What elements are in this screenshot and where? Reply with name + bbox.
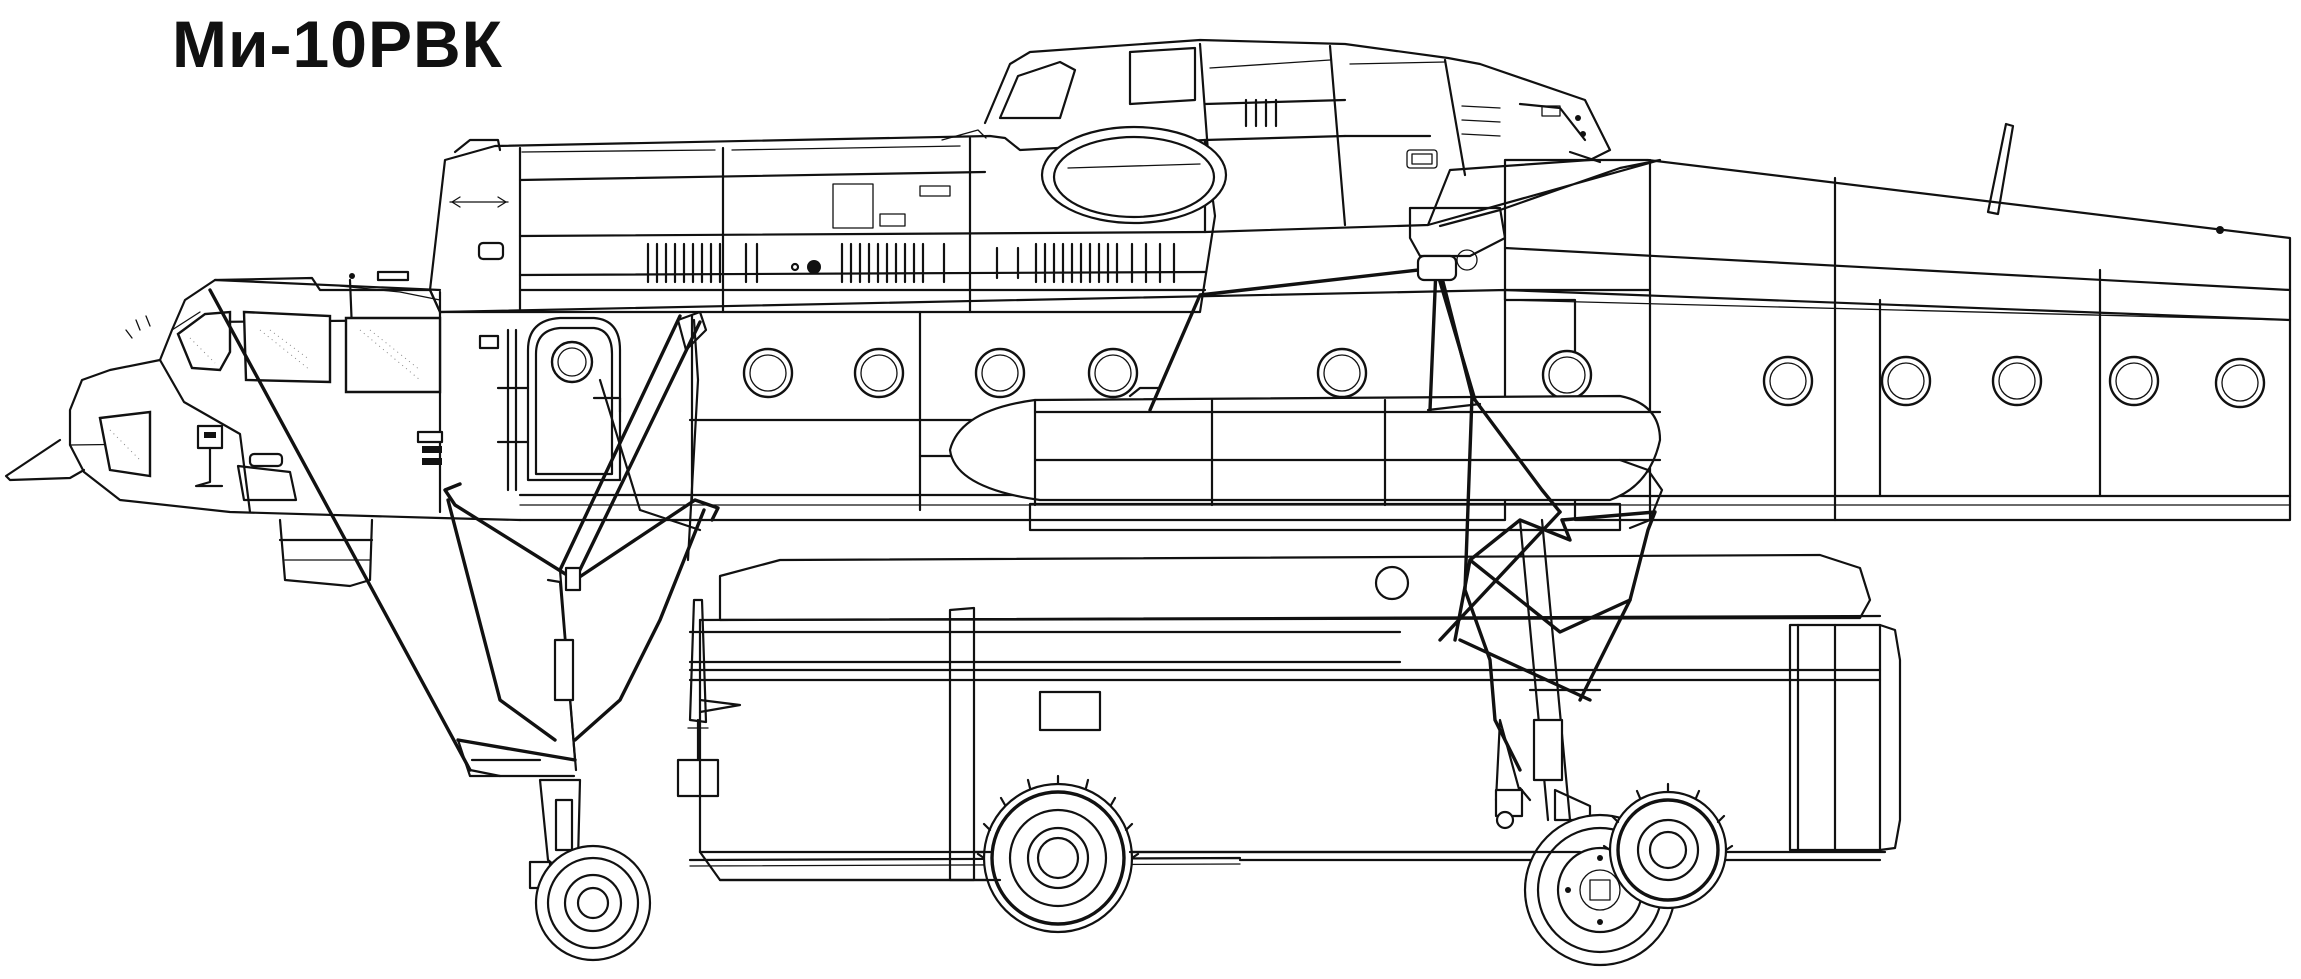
crew-door: [478, 316, 622, 492]
nose-glazing: [98, 410, 152, 478]
porthole-1: [742, 347, 794, 399]
porthole-4: [1087, 347, 1139, 399]
boom-join-fairing: [1408, 158, 1662, 271]
porthole-7: [1762, 355, 1814, 407]
truck-chassis: [718, 850, 1582, 882]
porthole-11: [2214, 357, 2266, 409]
cargo-pod-upper: [948, 386, 1664, 532]
engine-louvres: [646, 98, 1278, 284]
cockpit-side-window: [344, 316, 442, 394]
antenna-mast: [1986, 122, 2015, 216]
windscreen-side: [242, 310, 332, 384]
porthole-5: [1316, 347, 1368, 399]
tail-boom: [1503, 158, 2292, 522]
porthole-8: [1880, 355, 1932, 407]
cabin-windows: [742, 347, 2266, 409]
rotor-hub-fairing: [983, 38, 1612, 234]
porthole-3: [974, 347, 1026, 399]
oil-cooler-intake: [1040, 125, 1228, 225]
truck-wheel-rear: [1602, 782, 1734, 910]
truck-wheel-front: [976, 774, 1140, 934]
windscreen-front: [176, 310, 232, 372]
front-wheel: [534, 844, 652, 962]
porthole-10: [2108, 355, 2160, 407]
page-title: Ми-10РВК: [172, 7, 503, 81]
cockpit-details: [125, 270, 444, 502]
front-landing-gear: [443, 310, 742, 890]
porthole-6: [1541, 349, 1593, 401]
cockpit-windows: [98, 310, 442, 478]
porthole-2: [853, 347, 905, 399]
chin-fairing: [278, 518, 374, 588]
porthole-9: [1991, 355, 2043, 407]
rear-landing-gear: [1148, 254, 1657, 830]
